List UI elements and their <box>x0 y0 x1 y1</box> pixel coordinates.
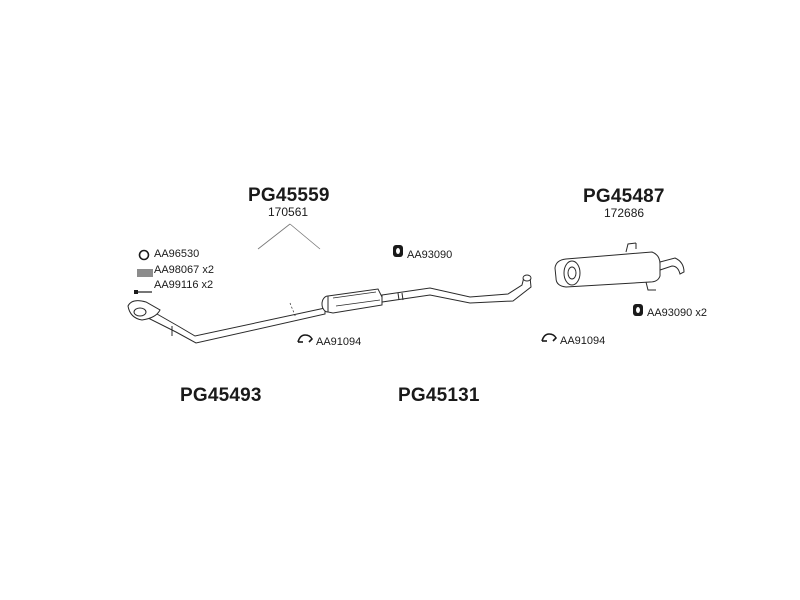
pg45559-pointer-lines <box>257 223 321 250</box>
accessory-aa93090-middle: AA93090 <box>407 249 453 261</box>
accessory-aa98067: AA98067 x2 <box>154 264 214 276</box>
bolt-icon <box>134 282 152 300</box>
front-pipe <box>127 300 326 344</box>
part-number-pg45487: PG45487 <box>583 186 665 207</box>
clamp-icon <box>540 331 558 349</box>
part-number-pg45131: PG45131 <box>398 385 480 406</box>
middle-pipe <box>381 274 532 304</box>
accessory-aa91094-rear: AA91094 <box>560 335 606 347</box>
clamp-icon <box>296 332 314 350</box>
part-number-pg45493: PG45493 <box>180 385 262 406</box>
oe-number-172686: 172686 <box>604 206 645 220</box>
part-number-pg45559: PG45559 <box>248 185 330 206</box>
accessory-aa91094-front: AA91094 <box>316 336 362 348</box>
ring-gasket-icon <box>138 248 150 266</box>
accessory-aa99116: AA99116 x2 <box>154 279 214 291</box>
spring-icon <box>137 265 153 283</box>
middle-silencer <box>321 288 383 314</box>
rear-silencer <box>554 242 685 291</box>
accessory-aa96530: AA96530 <box>154 248 200 260</box>
rubber-hanger-icon <box>632 303 644 322</box>
oe-number-170561: 170561 <box>268 205 309 219</box>
rubber-hanger-icon <box>392 244 404 263</box>
accessory-aa93090-rear: AA93090 x2 <box>647 307 707 319</box>
